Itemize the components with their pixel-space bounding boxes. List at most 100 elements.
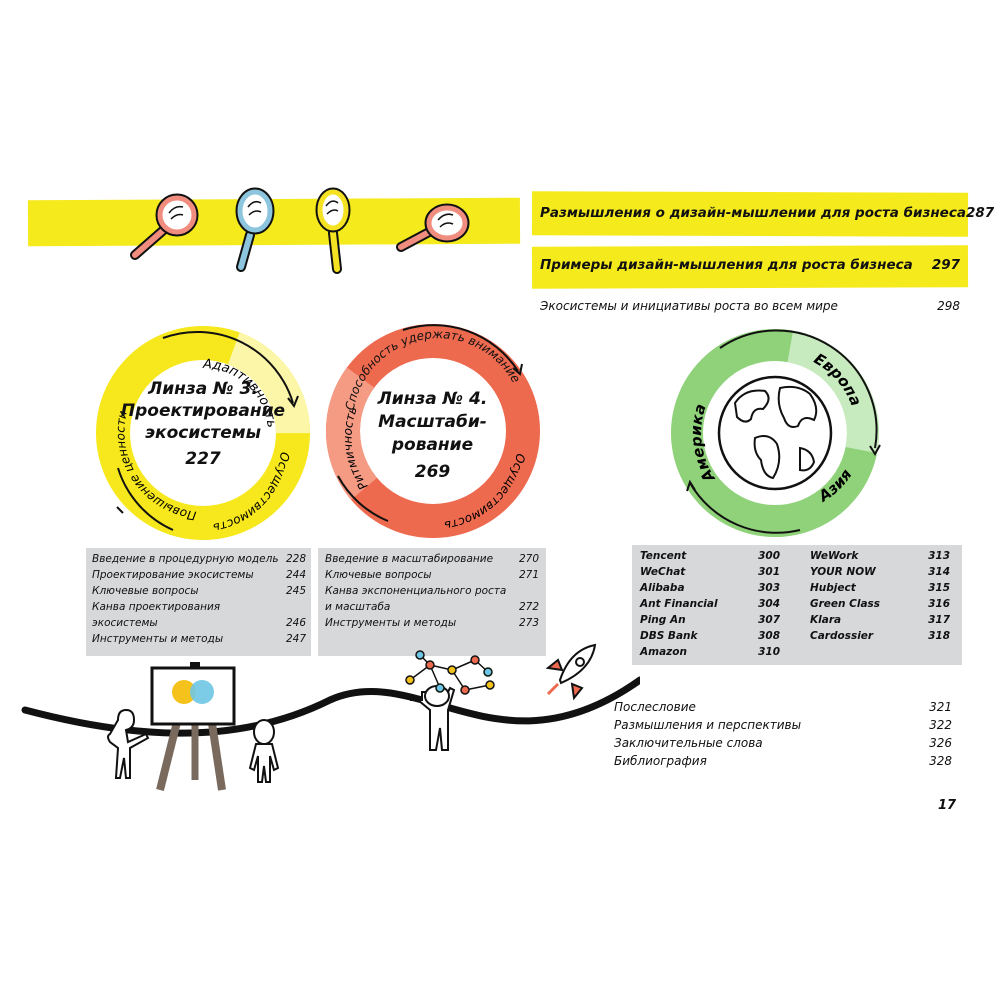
toc-page: 328 <box>929 754 952 768</box>
toc-page: 321 <box>929 700 952 714</box>
toc-page: 310 <box>758 646 780 658</box>
toc-row[interactable]: Tencent 300 <box>640 548 780 564</box>
toc-row-ecosystems[interactable]: Экосистемы и инициативы роста во всем ми… <box>540 299 960 313</box>
page-number: 17 <box>938 798 957 813</box>
toc-title: экосистемы <box>92 617 158 629</box>
companies-box <box>632 545 962 665</box>
toc-row[interactable]: и масштаба 272 <box>325 599 539 615</box>
toc-title: WeChat <box>640 566 686 578</box>
toc-page: 315 <box>928 582 950 594</box>
lens3-ring: Адаптивность Повышение ценности Осуществ… <box>94 326 310 542</box>
toc-title: Введение в масштабирование <box>325 553 494 565</box>
toc-row[interactable]: Ant Financial 304 <box>640 596 780 612</box>
network-icon <box>405 650 495 695</box>
lens4-page: 269 <box>414 462 451 482</box>
toc-page: 303 <box>758 582 780 594</box>
toc-row[interactable]: Заключительные слова 326 <box>614 734 952 752</box>
person-icon-left <box>107 708 150 779</box>
toc-page: 287 <box>965 205 995 221</box>
toc-page: 304 <box>758 598 780 610</box>
toc-title: Послесловие <box>614 700 696 714</box>
toc-row[interactable]: экосистемы 246 <box>92 615 306 631</box>
toc-title: Канва экспоненциального роста <box>325 585 507 597</box>
toc-row[interactable]: Klara 317 <box>810 612 950 628</box>
toc-page: 298 <box>937 299 960 313</box>
lens3-entries-box <box>86 548 311 656</box>
toc-title: Amazon <box>640 646 687 658</box>
toc-title: Klara <box>810 614 842 626</box>
lens4-title[interactable]: Линза № 4. Масштаби- рование 269 <box>350 388 515 484</box>
toc-page: 270 <box>518 553 539 565</box>
toc-title: Alibaba <box>640 582 685 594</box>
toc-title: Введение в процедурную модель <box>92 553 279 565</box>
easel-icon <box>150 662 236 791</box>
toc-row[interactable]: Инструменты и методы 247 <box>92 631 306 647</box>
magnifier-icons <box>130 187 470 274</box>
toc-page: 307 <box>758 614 780 626</box>
toc-title: Инструменты и методы <box>325 617 457 629</box>
toc-row[interactable]: Канва экспоненциального роста <box>325 583 539 599</box>
toc-title: Hubject <box>810 582 856 594</box>
toc-page: 313 <box>928 550 950 562</box>
toc-row[interactable]: Введение в масштабирование 270 <box>325 551 539 567</box>
toc-title: Размышления и перспективы <box>614 718 802 732</box>
toc-page: 272 <box>518 601 539 613</box>
bottom-illustration <box>21 643 640 791</box>
toc-page: 317 <box>928 614 950 626</box>
magnifier-icon-yellow <box>315 187 351 274</box>
lens3-line2: Проектирование <box>120 401 286 421</box>
toc-page: 314 <box>928 566 950 578</box>
lens4-entries: Введение в масштабирование 270 Ключевые в… <box>325 551 539 631</box>
lens3-line1: Линза № 3. <box>148 379 258 399</box>
toc-title: Tencent <box>640 550 687 562</box>
lens4-line2: Масштаби- <box>378 412 487 432</box>
toc-title: Размышления о дизайн-мышлении для роста … <box>540 205 966 221</box>
toc-title: Cardossier <box>810 630 874 642</box>
lens3-page: 227 <box>185 449 221 469</box>
toc-title: и масштаба <box>325 601 391 613</box>
toc-title: Инструменты и методы <box>92 633 224 645</box>
toc-page: 297 <box>931 257 960 273</box>
lens4-entries-box <box>318 548 546 656</box>
toc-row[interactable]: Amazon 310 <box>640 644 780 660</box>
toc-row-examples[interactable]: Примеры дизайн-мышления для роста бизнес… <box>540 257 960 273</box>
toc-page: 326 <box>929 736 952 750</box>
toc-page: 246 <box>285 617 306 629</box>
toc-page: 300 <box>758 550 780 562</box>
toc-row[interactable]: Alibaba 303 <box>640 580 780 596</box>
toc-title: Ключевые вопросы <box>92 585 199 597</box>
toc-row[interactable]: Hubject 315 <box>810 580 950 596</box>
toc-page: 247 <box>285 633 306 645</box>
end-toc: Послесловие 321 Размышления и перспективы… <box>614 698 952 770</box>
toc-page: 244 <box>285 569 306 581</box>
toc-row-reflections[interactable]: Размышления о дизайн-мышлении для роста … <box>540 205 994 221</box>
lens4-line1: Линза № 4. <box>377 389 488 409</box>
magnifier-icon-blue <box>235 187 275 272</box>
toc-row[interactable]: Канва проектирования <box>92 599 306 615</box>
toc-title: Ant Financial <box>640 598 718 610</box>
magnifier-icon-coral <box>396 203 470 252</box>
toc-title: Заключительные слова <box>614 736 763 750</box>
toc-title: Канва проектирования <box>92 601 221 613</box>
lens3-title[interactable]: Линза № 3. Проектирование экосистемы 227 <box>118 378 288 470</box>
toc-row[interactable]: Послесловие 321 <box>614 698 952 716</box>
toc-row[interactable]: DBS Bank 308 <box>640 628 780 644</box>
toc-row[interactable]: WeWork 313 <box>810 548 950 564</box>
toc-page: 308 <box>758 630 780 642</box>
toc-title: WeWork <box>810 550 859 562</box>
toc-title: DBS Bank <box>640 630 698 642</box>
